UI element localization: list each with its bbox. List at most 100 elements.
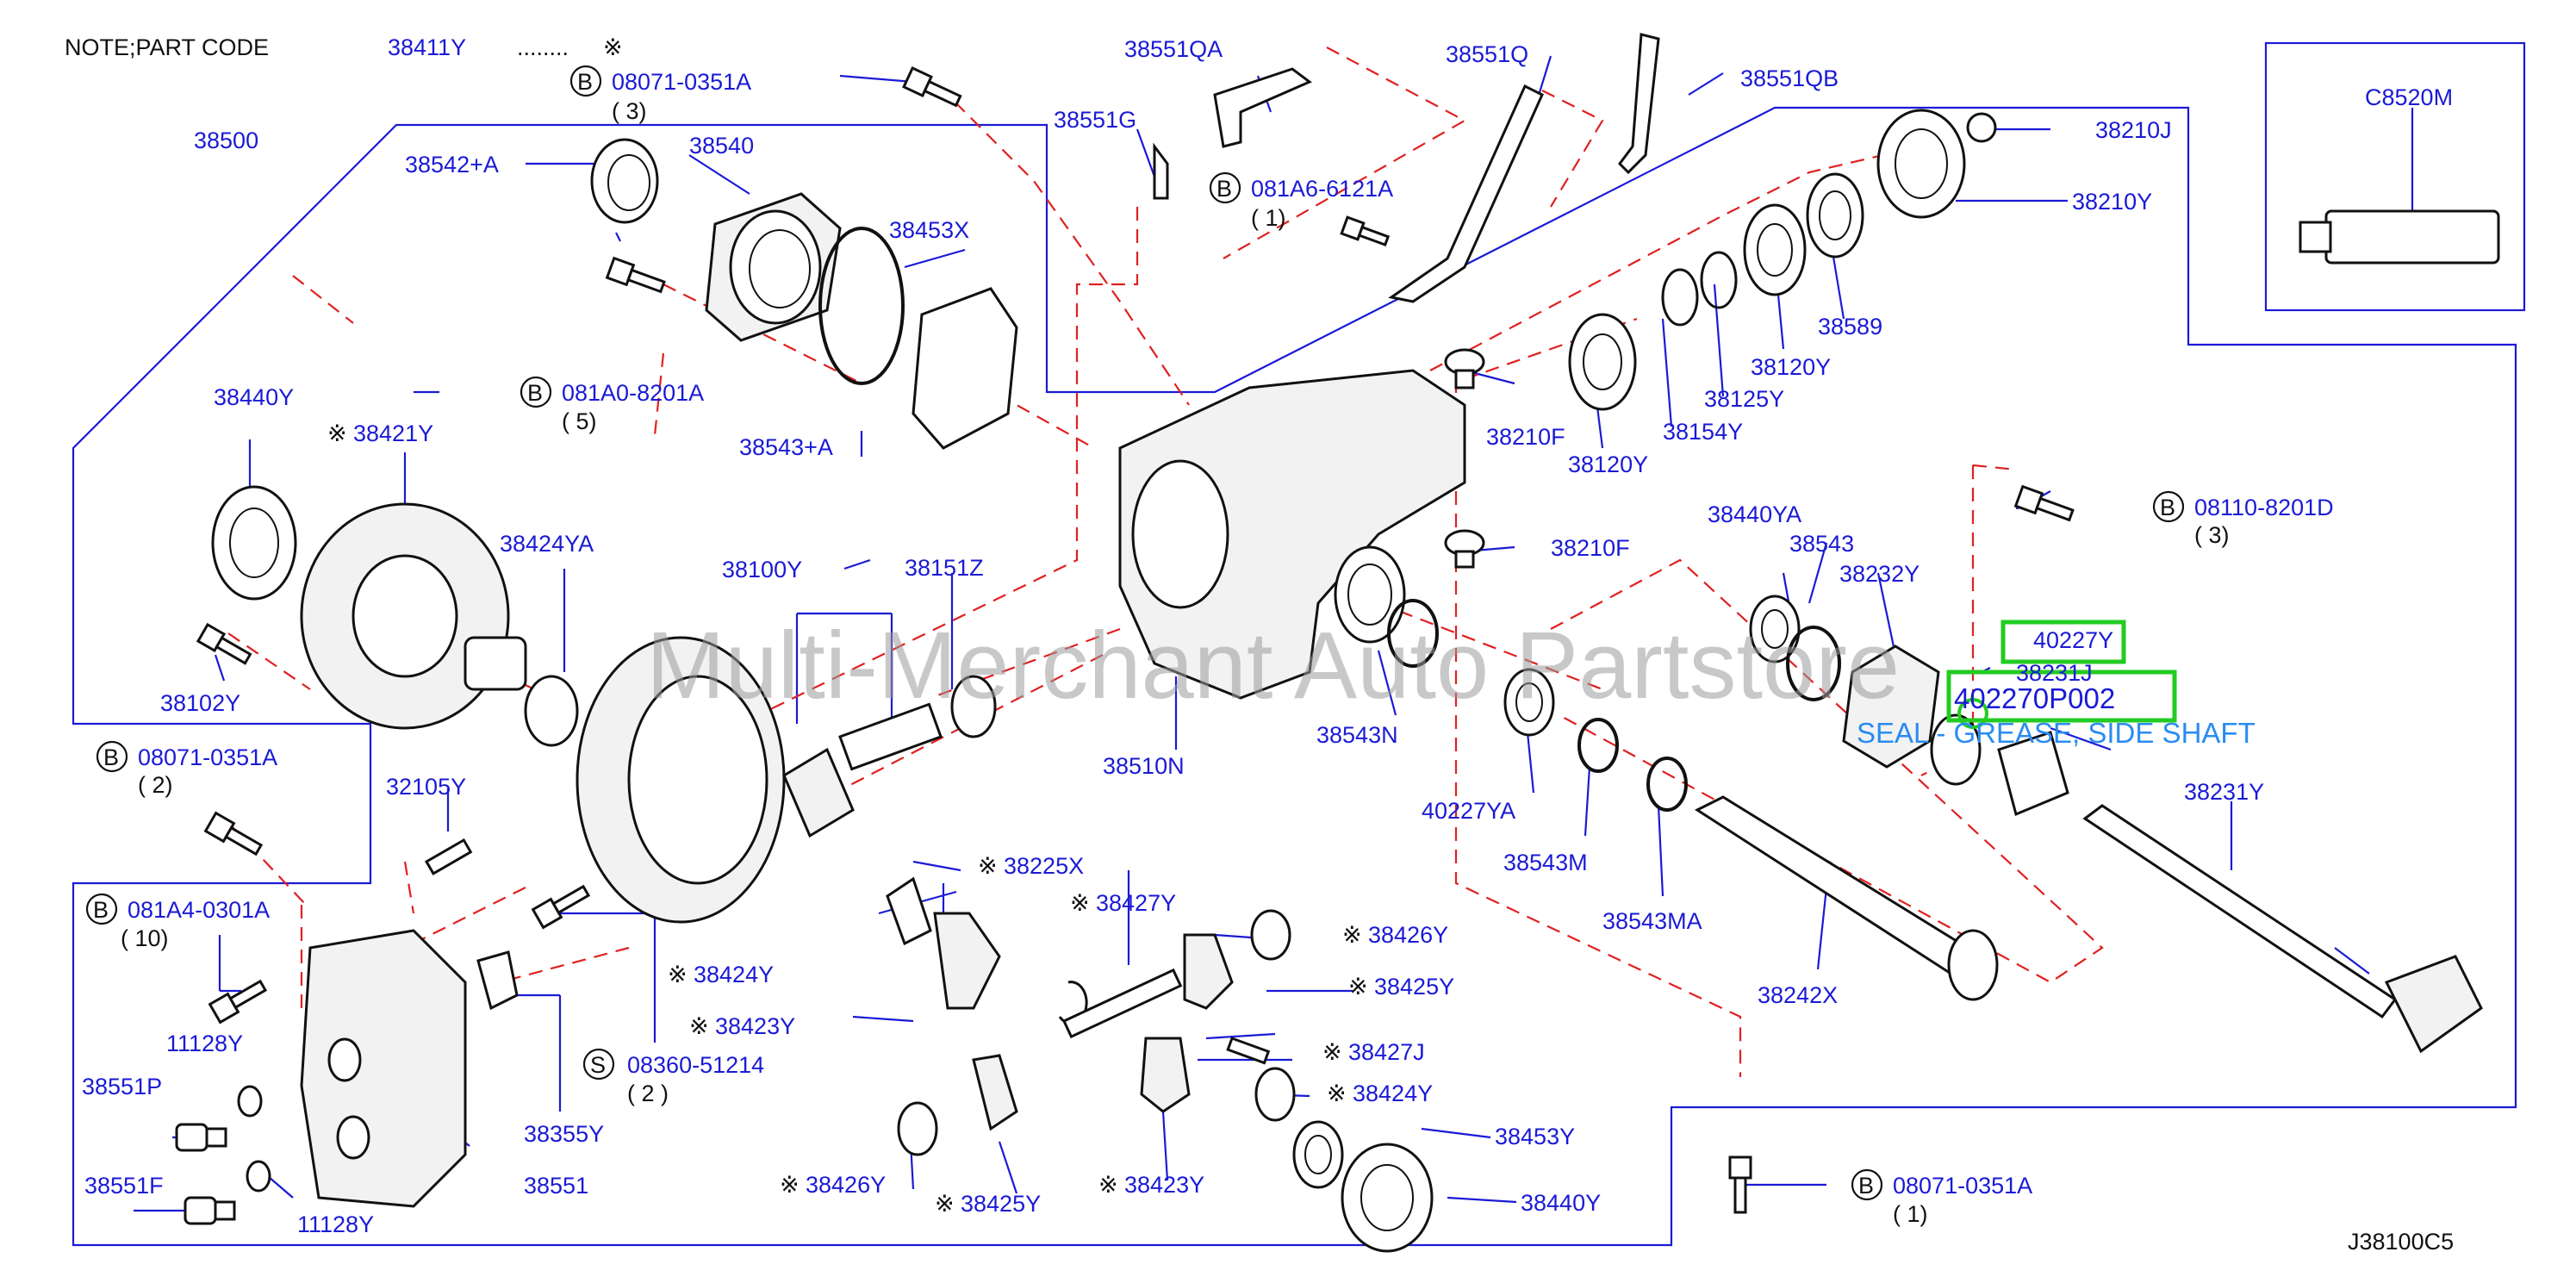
o-ring-shape xyxy=(1786,626,1841,701)
part-label-38543ma[interactable]: 38543MA xyxy=(1602,908,1702,934)
part-label-38453y[interactable]: 38453Y xyxy=(1495,1124,1575,1149)
part-label-38231y[interactable]: 38231Y xyxy=(2184,779,2264,805)
part-label-38120y-a[interactable]: 38120Y xyxy=(1751,354,1831,380)
note-code[interactable]: 38411Y xyxy=(388,34,466,60)
part-label-38232y[interactable]: 38232Y xyxy=(1839,561,1920,587)
lock-pin-shape xyxy=(1226,1037,1271,1065)
bolt-callout-08071-1[interactable]: B 08071-0351A ( 1) xyxy=(1851,1168,2032,1227)
s-marker-letter: S xyxy=(590,1052,606,1078)
bolt-callout-081A6[interactable]: B 081A6-6121A ( 1) xyxy=(1209,171,1393,231)
part-label-38210y[interactable]: 38210Y xyxy=(2072,189,2152,215)
b-marker-letter: B xyxy=(93,897,109,923)
note-mark: ※ xyxy=(603,34,623,60)
part-label-38151z[interactable]: 38151Z xyxy=(905,555,984,581)
part-label-38440y-b[interactable]: 38440Y xyxy=(1521,1190,1601,1216)
part-label-32105y[interactable]: 32105Y xyxy=(386,774,466,800)
bolt-code[interactable]: 08071-0351A xyxy=(1893,1173,2032,1199)
part-label-38210j[interactable]: 38210J xyxy=(2095,117,2172,143)
bolt-code[interactable]: 08360-51214 xyxy=(627,1052,764,1078)
b-marker-letter: B xyxy=(1858,1173,1874,1199)
part-label-38543m[interactable]: 38543M xyxy=(1503,850,1588,875)
side-gear-shape xyxy=(1140,1037,1191,1113)
bolt-callout-08071-2[interactable]: B 08071-0351A ( 2) xyxy=(96,740,277,798)
bolt-qty: ( 2) xyxy=(138,772,173,798)
bolt-code[interactable]: 081A6-6121A xyxy=(1251,176,1393,202)
part-label-11128y-b[interactable]: 11128Y xyxy=(297,1211,374,1237)
part-label-38543a[interactable]: 38543+A xyxy=(739,434,833,460)
bolt-callout-08360[interactable]: S 08360-51214 ( 2 ) xyxy=(582,1048,764,1106)
part-label-38440y-a[interactable]: 38440Y xyxy=(214,384,294,410)
part-label-38510n[interactable]: 38510N xyxy=(1103,753,1185,779)
part-label-11128y-a[interactable]: 11128Y xyxy=(166,1031,243,1056)
mark: ※ xyxy=(327,420,347,446)
part-label-38551g[interactable]: 38551G xyxy=(1054,107,1136,133)
part-label-38423y-b[interactable]: 38423Y xyxy=(1124,1172,1204,1198)
part-label-38426y-a[interactable]: 38426Y xyxy=(1368,922,1448,948)
mark: ※ xyxy=(689,1013,709,1039)
part-label-38231j[interactable]: 38231J xyxy=(2016,660,2093,686)
mark: ※ xyxy=(1070,890,1090,916)
bolt-code[interactable]: 08110-8201D xyxy=(2194,495,2334,520)
drive-shaft-shape xyxy=(2082,804,2483,1054)
part-label-38242x[interactable]: 38242X xyxy=(1758,982,1838,1008)
highlight-part-code[interactable]: 402270P002 xyxy=(1954,682,2115,714)
part-label-38543n[interactable]: 38543N xyxy=(1316,722,1398,748)
part-label-38424y-a[interactable]: 38424Y xyxy=(694,962,774,987)
bolt-qty: ( 2 ) xyxy=(627,1081,669,1106)
part-label-38125y[interactable]: 38125Y xyxy=(1704,386,1784,412)
part-label-38543[interactable]: 38543 xyxy=(1789,531,1854,557)
mark: ※ xyxy=(780,1172,800,1198)
part-label-38426y-b[interactable]: 38426Y xyxy=(806,1172,886,1198)
bolt-code[interactable]: 081A0-8201A xyxy=(562,380,704,406)
part-label-38225x[interactable]: 38225X xyxy=(1004,853,1084,879)
breather-tube-shape xyxy=(1388,84,1544,303)
part-label-38500[interactable]: 38500 xyxy=(194,128,258,153)
part-label-40227ya[interactable]: 40227YA xyxy=(1422,798,1515,824)
part-label-38425y-a[interactable]: 38425Y xyxy=(1374,974,1454,1000)
part-label-38551f[interactable]: 38551F xyxy=(84,1173,164,1199)
part-label-38100y[interactable]: 38100Y xyxy=(722,557,802,582)
part-label-38427j[interactable]: 38427J xyxy=(1348,1039,1425,1065)
part-label-c8520m[interactable]: C8520M xyxy=(2365,84,2453,110)
part-label-38551qb[interactable]: 38551QB xyxy=(1740,65,1839,91)
part-label-38425y-b[interactable]: 38425Y xyxy=(961,1191,1041,1217)
part-label-38154y[interactable]: 38154Y xyxy=(1663,419,1743,445)
note-legend: NOTE;PART CODE 38411Y ........ ※ xyxy=(65,34,623,60)
bolt-code[interactable]: 08071-0351A xyxy=(138,744,277,770)
b-marker-letter: B xyxy=(527,380,543,406)
bolt-callout-08071-3[interactable]: B 08071-0351A ( 3) xyxy=(569,65,751,124)
part-label-38440ya[interactable]: 38440YA xyxy=(1708,501,1801,527)
part-label-38551p[interactable]: 38551P xyxy=(82,1074,162,1099)
part-label-38551qa[interactable]: 38551QA xyxy=(1124,36,1223,62)
part-label-38427y[interactable]: 38427Y xyxy=(1096,890,1176,916)
part-label-38210f-a[interactable]: 38210F xyxy=(1486,424,1565,450)
bolt-code[interactable]: 08071-0351A xyxy=(612,69,751,95)
part-label-38424y-b[interactable]: 38424Y xyxy=(1353,1081,1433,1106)
breather-hose-shape xyxy=(1618,33,1660,175)
part-label-38542a[interactable]: 38542+A xyxy=(405,152,499,178)
part-label-38421y[interactable]: 38421Y xyxy=(353,420,433,446)
b-marker-letter: B xyxy=(2160,495,2175,520)
part-label-38102y[interactable]: 38102Y xyxy=(160,690,240,716)
bolt-code[interactable]: 081A4-0301A xyxy=(128,897,270,923)
part-label-38424ya[interactable]: 38424YA xyxy=(500,531,594,557)
mark: ※ xyxy=(935,1191,955,1217)
stud-shape xyxy=(424,838,473,875)
part-label-38423y-a[interactable]: 38423Y xyxy=(715,1013,795,1039)
part-label-38551q[interactable]: 38551Q xyxy=(1446,41,1528,67)
part-label-38355y[interactable]: 38355Y xyxy=(524,1121,604,1147)
part-label-38120y-b[interactable]: 38120Y xyxy=(1568,452,1648,477)
part-label-38540[interactable]: 38540 xyxy=(689,133,754,159)
part-label-40227y[interactable]: 40227Y xyxy=(2033,627,2113,653)
bolt-callout-081A0[interactable]: B 081A0-8201A ( 5) xyxy=(520,376,704,434)
bolt-callout-08110[interactable]: B 08110-8201D ( 3) xyxy=(2152,490,2334,548)
part-label-38589[interactable]: 38589 xyxy=(1818,314,1882,339)
bearing-shape xyxy=(211,485,297,601)
part-label-38551[interactable]: 38551 xyxy=(524,1173,588,1199)
bolt-callout-081A4[interactable]: B 081A4-0301A ( 10) xyxy=(85,893,270,951)
part-label-38453x[interactable]: 38453X xyxy=(889,217,969,243)
bolt-qty: ( 3) xyxy=(2194,522,2230,548)
part-label-38210f-b[interactable]: 38210F xyxy=(1551,535,1630,561)
ring-gear-shape xyxy=(576,636,786,924)
